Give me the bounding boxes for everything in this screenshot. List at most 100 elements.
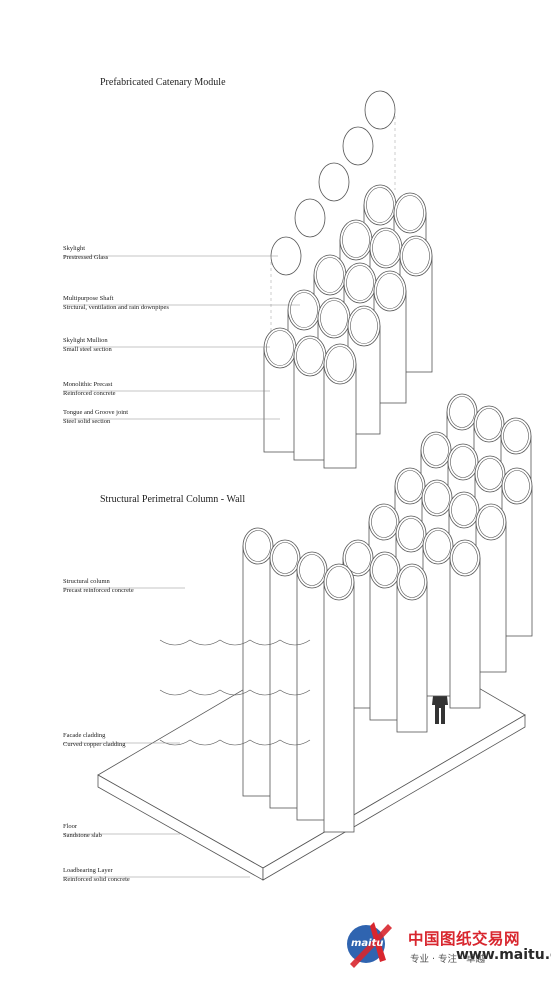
catenary-column-glass: [316, 257, 344, 293]
structural-column-top: [368, 503, 400, 541]
catenary-column-top: [393, 192, 427, 234]
label-structural-column-sub: Precast reinforced concrete: [63, 587, 134, 594]
structural-column-top: [422, 527, 454, 565]
catenary-column-glass: [296, 338, 324, 374]
catenary-column-top: [339, 219, 373, 261]
skylight-disc: [318, 162, 350, 202]
label-skylight-mullion: Skylight Mullion Small steel section: [63, 336, 112, 354]
structural-column-top: [448, 491, 480, 529]
cladding-band: [159, 739, 311, 746]
structural-column-top: [449, 539, 481, 577]
label-loadbearing-layer-title: Loadbearing Layer: [63, 867, 113, 874]
catenary-column-glass: [402, 238, 430, 274]
catenary-column-top: [313, 254, 347, 296]
skylight-disc: [364, 90, 396, 130]
label-loadbearing-layer-sub: Reinforced solid concrete: [63, 876, 130, 883]
structural-column-top: [421, 479, 453, 517]
catenary-column-glass: [346, 265, 374, 301]
structural-column-glass: [326, 566, 352, 598]
catenary-column-glass: [326, 346, 354, 382]
catenary-column-top: [317, 297, 351, 339]
maitu-logo-icon: [347, 922, 392, 968]
catenary-column-glass: [290, 292, 318, 328]
catenary-column-top: [287, 289, 321, 331]
catenary-column-top: [347, 305, 381, 347]
structural-column-glass: [452, 542, 478, 574]
catenary-column-glass: [376, 273, 404, 309]
structural-column-glass: [451, 494, 477, 526]
label-multipurpose-shaft: Multipurpose Shaft Strctural, ventilatio…: [63, 294, 169, 312]
label-skylight-mullion-title: Skylight Mullion: [63, 337, 108, 344]
catenary-column-top: [373, 270, 407, 312]
catenary-column-top: [399, 235, 433, 277]
structural-column-top: [501, 467, 533, 505]
label-skylight: Skylight Prestressed Glass: [63, 244, 108, 262]
catenary-column-top: [323, 343, 357, 385]
label-tongue-groove-title: Tongue and Groove joint: [63, 409, 129, 416]
structural-column-top: [474, 455, 506, 493]
structural-column-glass: [423, 434, 449, 466]
structural-column-body: [475, 521, 507, 673]
catenary-column-glass: [372, 230, 400, 266]
structural-column-body: [369, 569, 401, 721]
structural-column-glass: [450, 446, 476, 478]
label-tongue-groove-sub: Steel solid section: [63, 418, 111, 425]
structural-column-glass: [371, 506, 397, 538]
structural-column-glass: [478, 506, 504, 538]
structural-column-glass: [424, 482, 450, 514]
label-monolithic-precast: Monolithic Precast Reinforced concrete: [63, 380, 116, 398]
label-monolithic-precast-sub: Reinforced concrete: [63, 390, 116, 397]
watermark-title: 中国图纸交易网: [408, 930, 521, 948]
structural-column-glass: [399, 566, 425, 598]
structural-column-glass: [476, 408, 502, 440]
structural-column-glass: [345, 542, 371, 574]
structural-column-body: [242, 545, 274, 797]
watermark-logo-text: maitu: [351, 938, 384, 949]
structural-column-top: [323, 563, 355, 601]
cladding-band: [159, 639, 311, 646]
label-floor-sub: Sandstone slab: [63, 832, 102, 839]
structural-column-top: [420, 431, 452, 469]
structural-column-body: [422, 545, 454, 697]
structural-column-glass: [477, 458, 503, 490]
structural-column-body: [323, 581, 355, 833]
catenary-column-glass: [320, 300, 348, 336]
structural-column-top: [473, 405, 505, 443]
structural-column-glass: [299, 554, 325, 586]
structural-column-top: [446, 393, 478, 431]
label-floor: Floor Sandstone slab: [63, 822, 102, 840]
label-multipurpose-shaft-title: Multipurpose Shaft: [63, 295, 114, 302]
structural-column-glass: [372, 554, 398, 586]
label-facade-cladding-title: Facade cladding: [63, 732, 106, 739]
structural-column-top: [242, 527, 274, 565]
label-skylight-sub: Prestressed Glass: [63, 254, 109, 261]
structural-column-glass: [245, 530, 271, 562]
skylight-disc: [294, 198, 326, 238]
label-monolithic-precast-title: Monolithic Precast: [63, 381, 113, 388]
structural-column-top: [296, 551, 328, 589]
label-multipurpose-shaft-sub: Strctural, ventilation and rain downpipe…: [63, 304, 169, 311]
catenary-column-top: [293, 335, 327, 377]
label-tongue-groove: Tongue and Groove joint Steel solid sect…: [63, 408, 128, 426]
label-structural-column: Structural column Precast reinforced con…: [63, 577, 134, 595]
catenary-column-glass: [396, 195, 424, 231]
module-drawing: [63, 90, 533, 878]
structural-column-body: [396, 581, 428, 733]
structural-column-body: [296, 569, 328, 821]
structural-column-top: [342, 539, 374, 577]
structural-column-top: [475, 503, 507, 541]
structural-column-body: [269, 557, 301, 809]
label-floor-title: Floor: [63, 823, 78, 830]
skylight-disc: [342, 126, 374, 166]
cladding-band: [159, 689, 311, 696]
watermark-subtitle: 专业 · 专注 · 卓越: [410, 954, 486, 965]
structural-column-glass: [449, 396, 475, 428]
catenary-column-glass: [266, 330, 294, 366]
structural-column-top: [500, 417, 532, 455]
structural-column-top: [369, 551, 401, 589]
structural-column-body: [449, 557, 481, 709]
catenary-column-top: [363, 184, 397, 226]
label-skylight-title: Skylight: [63, 245, 86, 252]
